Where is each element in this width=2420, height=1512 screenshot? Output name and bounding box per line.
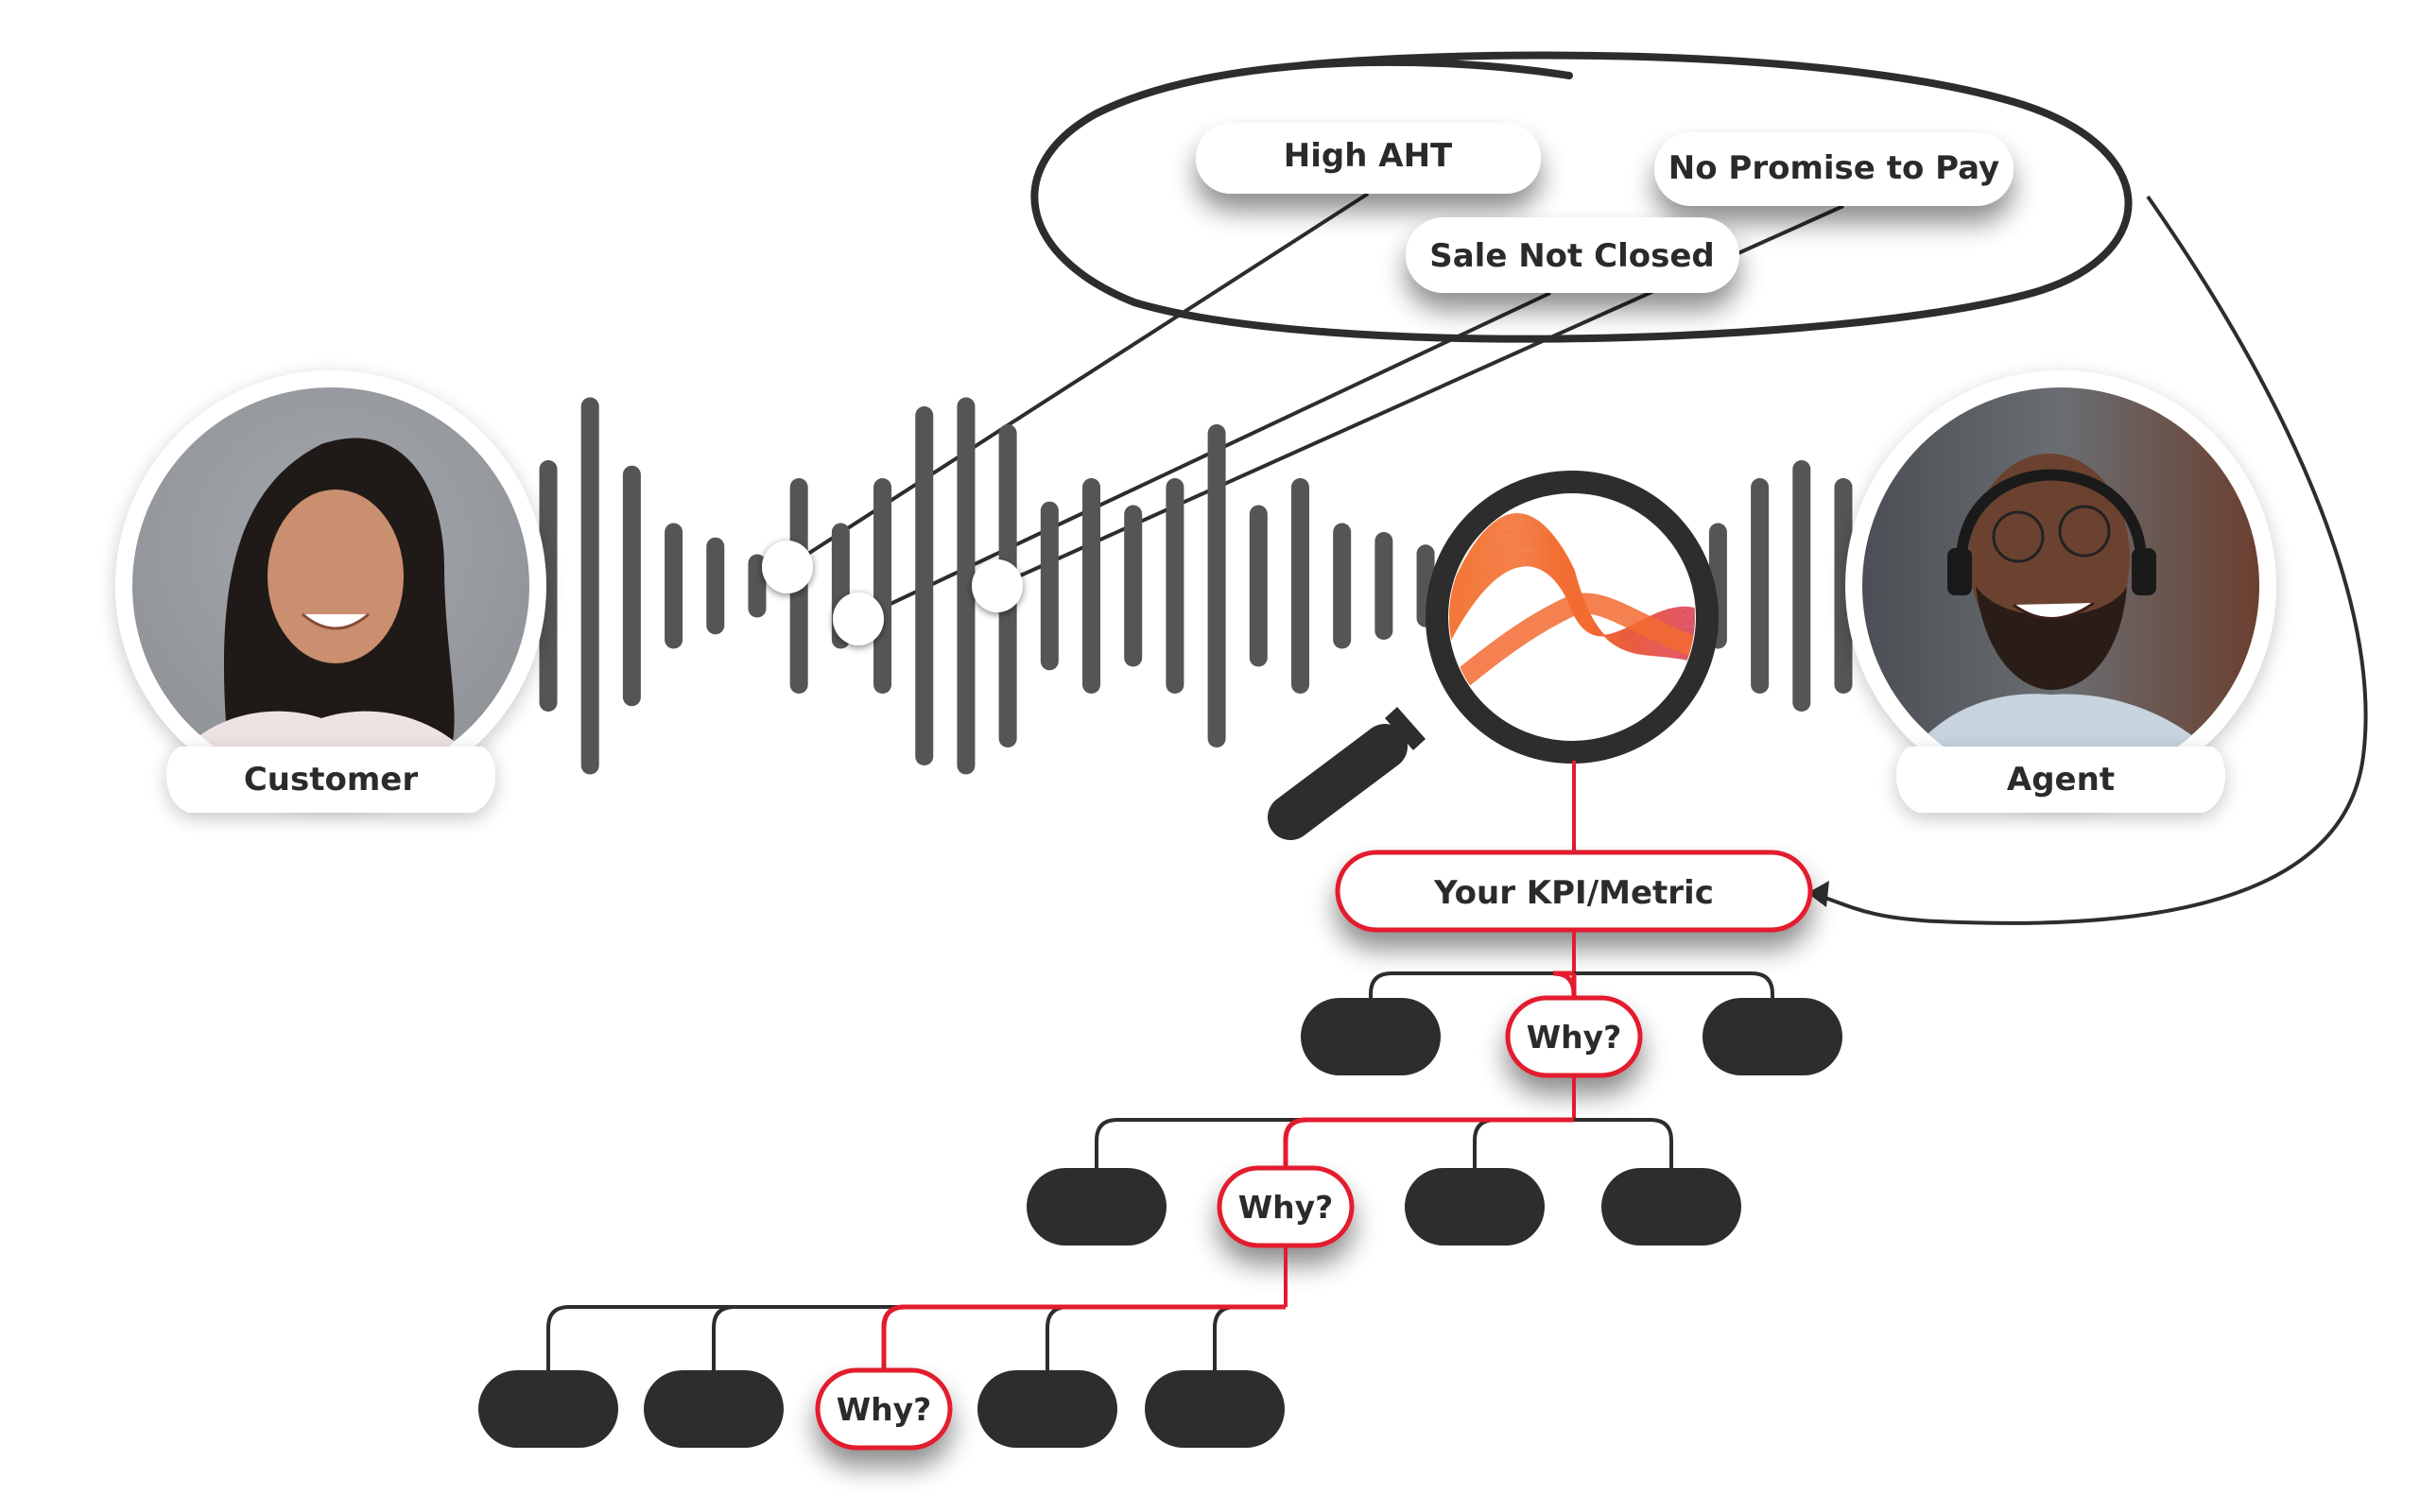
marker-dot[interactable] [762, 541, 813, 593]
agent-avatar: Agent [1845, 370, 2276, 813]
wave-ribbon-core [1449, 593, 1695, 708]
kpi-node [1335, 850, 1813, 933]
tree-connector [1473, 1118, 1574, 1168]
arrowhead-icon [1807, 881, 1829, 907]
tree-connector [1369, 971, 1574, 998]
tree-connector [881, 1304, 1286, 1370]
issue-label-text: Sale Not Closed [1429, 237, 1714, 275]
why-tree: Why? Why? Why? [478, 931, 1842, 1451]
why-label: Why? [1238, 1189, 1334, 1226]
tree-node[interactable] [1301, 998, 1441, 1075]
tree-connector-highlighted [881, 1304, 1286, 1370]
marker-dot[interactable] [833, 593, 884, 645]
tree-node[interactable] [1703, 998, 1842, 1075]
why-label: Why? [1527, 1019, 1622, 1056]
tree-connector [546, 1305, 1286, 1370]
tree-node[interactable] [478, 1370, 618, 1448]
why-node[interactable] [815, 1367, 953, 1451]
agent-photo [1862, 387, 2259, 784]
tree-node[interactable] [1601, 1168, 1741, 1246]
issue-label-high-aht: High AHT [1196, 123, 1541, 194]
tree-connector [1552, 971, 1577, 998]
tree-connector-highlighted [1283, 1117, 1574, 1168]
tree-node[interactable] [1027, 1168, 1167, 1246]
issue-label-sale-not-closed: Sale Not Closed [1406, 217, 1739, 293]
tree-connector [1574, 971, 1774, 998]
customer-avatar: Customer [115, 370, 546, 813]
tree-connector [1283, 1117, 1574, 1168]
tree-node[interactable] [644, 1370, 784, 1448]
kpi-label: Your KPI/Metric [1433, 874, 1714, 912]
tree-connector [1213, 1305, 1286, 1370]
tree-connector [1574, 1118, 1673, 1168]
tree-connector [1046, 1305, 1286, 1370]
tree-node[interactable] [1145, 1370, 1285, 1448]
waveform-markers [762, 541, 1023, 645]
customer-label: Customer [244, 761, 418, 799]
issue-label-no-promise: No Promise to Pay [1654, 132, 2014, 206]
wave-ribbon-line [1449, 513, 1695, 678]
tree-connector [1095, 1118, 1574, 1168]
issue-ellipse [1030, 51, 2133, 343]
issue-label-text: High AHT [1284, 137, 1453, 175]
insight-wave [1449, 513, 1695, 708]
issue-label-text: No Promise to Pay [1668, 149, 1999, 187]
marker-dot[interactable] [972, 559, 1023, 612]
tree-connector [712, 1305, 1286, 1370]
tree-node[interactable] [977, 1370, 1117, 1448]
magnifier-icon [1268, 471, 1719, 840]
feedback-arrow [1807, 195, 2368, 925]
customer-photo [132, 387, 529, 784]
why-label: Why? [837, 1391, 932, 1428]
agent-label: Agent [2007, 761, 2115, 799]
tree-node[interactable] [1405, 1168, 1545, 1246]
